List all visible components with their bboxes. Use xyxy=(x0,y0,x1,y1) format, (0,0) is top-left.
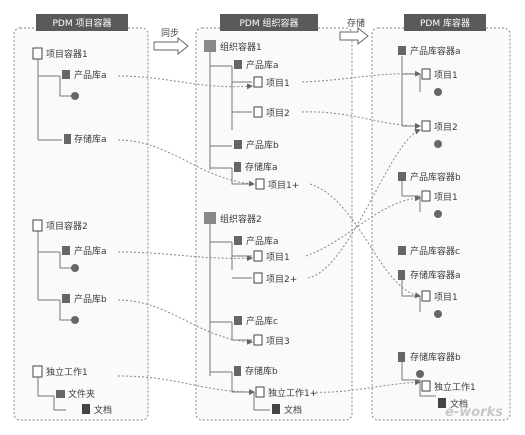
right-document: 文档 xyxy=(450,398,468,410)
mid-prod-a2: 产品库a xyxy=(246,235,279,247)
middle-to-right-connectors xyxy=(301,70,421,393)
middle-header-bg xyxy=(220,14,318,31)
right-lib-c: 产品库容器c xyxy=(410,245,460,257)
mid-item1-plus: 项目1+ xyxy=(268,180,299,191)
left-independent-work: 独立工作1 xyxy=(46,366,88,378)
left-storage-a: 存储库a xyxy=(74,133,107,145)
mid-prod-b1: 产品库b xyxy=(246,139,279,151)
middle-nodes: 组织容器1 产品库a 项目1 项目2 产品库b 存储库a 项目1+ 组织容器2 … xyxy=(204,40,317,416)
flow-label-first: 同步 xyxy=(161,28,179,39)
mid-item2-1: 项目1 xyxy=(266,252,290,263)
middle-tree xyxy=(209,50,270,411)
left-product-a2: 产品库a xyxy=(74,245,107,257)
left-document: 文档 xyxy=(94,404,112,416)
flow-arrow-first xyxy=(153,36,189,56)
mid-storage-b: 存储库b xyxy=(245,365,278,377)
right-lib-b-item1: 项目1 xyxy=(434,192,458,203)
mid-storage-a: 存储库a xyxy=(245,161,278,173)
right-lib-b: 产品库容器b xyxy=(410,171,461,183)
left-tree xyxy=(37,58,72,411)
left-project2: 项目容器2 xyxy=(46,220,88,232)
mid-org1: 组织容器1 xyxy=(220,41,262,53)
left-header: PDM 项目容器 xyxy=(53,17,112,29)
right-lib-a-item1: 项目1 xyxy=(434,70,458,81)
left-folder: 文件夹 xyxy=(68,388,95,400)
mid-org2: 组织容器2 xyxy=(220,213,262,225)
flow-label-second: 存储 xyxy=(347,17,365,29)
right-tree xyxy=(401,56,436,397)
mid-prod-a1: 产品库a xyxy=(246,59,279,71)
left-product-a: 产品库a xyxy=(74,69,107,81)
right-storage-a-item: 项目1 xyxy=(434,292,458,303)
right-storage-b: 存储库容器b xyxy=(410,351,461,363)
right-storage-b-work: 独立工作1 xyxy=(434,381,476,393)
mid-item2-2: 项目2+ xyxy=(266,274,297,285)
mid-item2-3: 项目3 xyxy=(266,336,290,347)
mid-document: 文档 xyxy=(284,404,302,416)
left-to-middle-connectors xyxy=(117,75,255,395)
mid-prod-c2: 产品库c xyxy=(246,315,278,327)
right-header-bg xyxy=(404,14,486,31)
left-project1: 项目容器1 xyxy=(46,48,88,60)
flow-arrow-second xyxy=(339,26,369,46)
right-lib-a-item2: 项目2 xyxy=(434,122,458,133)
right-header: PDM 库容器 xyxy=(420,17,470,29)
watermark-logo: e-works xyxy=(445,405,503,420)
right-nodes: 产品库容器a 项目1 项目2 产品库容器b 项目1 产品库容器c 存储库容器a … xyxy=(398,45,476,410)
left-header-bg xyxy=(36,14,128,31)
right-storage-a: 存储库容器a xyxy=(410,269,461,281)
left-product-b: 产品库b xyxy=(74,293,107,305)
left-nodes: 项目容器1 产品库a 存储库a 项目容器2 产品库a 产品库b 独立工作1 文件… xyxy=(32,47,112,416)
mid-item2: 项目2 xyxy=(266,108,290,119)
right-lib-a: 产品库容器a xyxy=(410,45,461,57)
mid-independent-work: 独立工作1+ xyxy=(268,387,317,399)
middle-header: PDM 组织容器 xyxy=(240,17,299,29)
mid-item1: 项目1 xyxy=(266,78,290,89)
